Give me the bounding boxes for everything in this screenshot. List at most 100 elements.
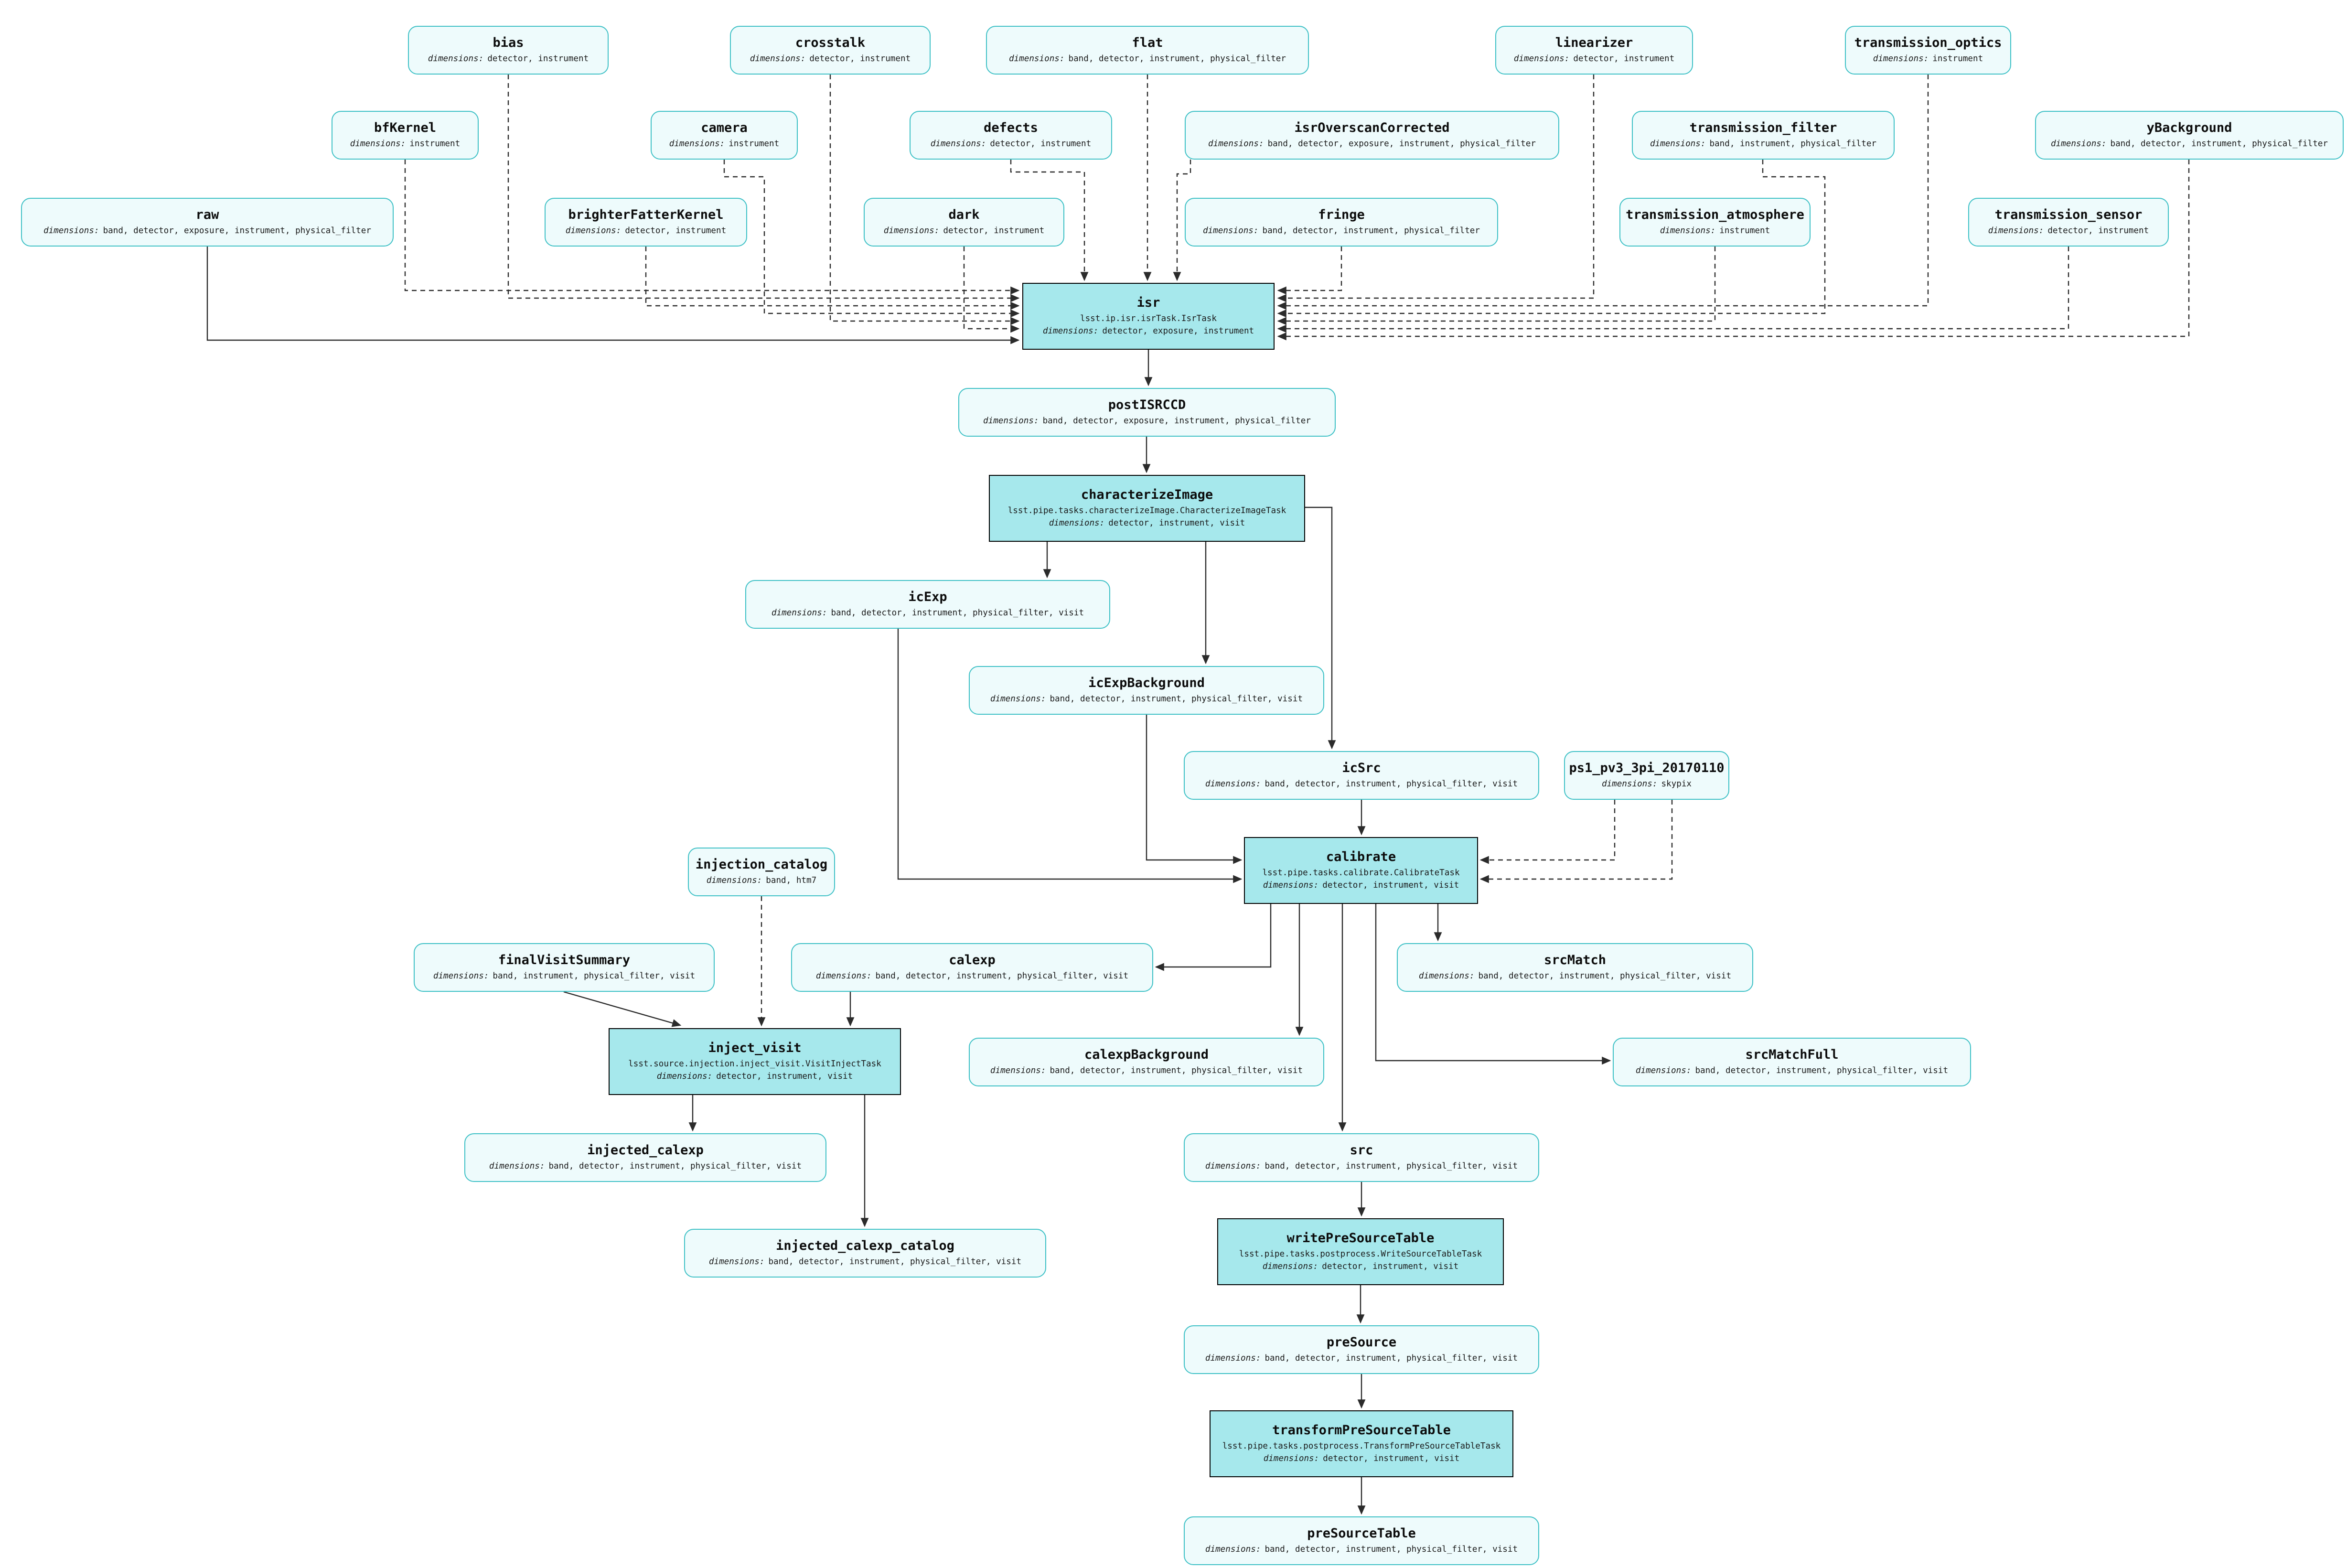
dimensions-label: dimensions: [1208,139,1264,149]
dimensions-value: band, detector, instrument, physical_fil… [1265,1353,1518,1364]
dimensions-label: dimensions: [1049,518,1105,528]
dimensions-label: dimensions: [930,139,986,149]
node-title: bfKernel [374,120,437,136]
task-title: inject_visit [708,1041,802,1056]
node-injected_calexp: injected_calexp dimensions:band, detecto… [464,1133,826,1182]
dimensions-value: detector, instrument, visit [1108,518,1245,528]
edge-ps1-calibrate-a [1479,800,1616,864]
node-dimensions: dimensions:detector, instrument, visit [1049,518,1245,530]
node-title: icExp [908,590,947,605]
edge-bias-isr [507,75,1020,302]
dimensions-label: dimensions: [1263,881,1319,891]
node-brighterFatterKernel: brighterFatterKernel dimensions:detector… [545,198,747,247]
dimensions-value: band, instrument, physical_filter [1709,139,1877,149]
edge-calibrate-calexp [1155,904,1272,971]
node-title: crosstalk [795,35,866,51]
node-postISRCCD: postISRCCD dimensions:band, detector, ex… [958,388,1336,437]
node-isr-task: isr lsst.ip.isr.isrTask.IsrTask dimensio… [1022,283,1275,350]
dimensions-label: dimensions: [706,876,762,886]
node-linearizer: linearizer dimensions:detector, instrume… [1495,26,1693,75]
node-dimensions: dimensions:band, detector, exposure, ins… [43,225,371,237]
node-preSourceTable: preSourceTable dimensions:band, detector… [1184,1516,1539,1565]
node-title: brighterFatterKernel [568,207,724,223]
node-title: icSrc [1342,761,1381,776]
node-transmission_atmosphere: transmission_atmosphere dimensions:instr… [1619,198,1811,247]
node-dimensions: dimensions:band, detector, instrument, p… [489,1160,802,1173]
node-dimensions: dimensions:instrument [1873,53,1983,65]
node-dark: dark dimensions:detector, instrument [864,198,1064,247]
edge-icExpBackground-calibrate [1146,715,1243,864]
task-title: writePreSourceTable [1286,1231,1435,1246]
node-dimensions: dimensions:band, detector, instrument, p… [1636,1065,1948,1077]
dimensions-value: band, instrument, physical_filter, visit [493,971,696,981]
node-dimensions: dimensions:band, detector, instrument, p… [772,607,1084,620]
dimensions-label: dimensions: [708,1257,765,1267]
node-dimensions: dimensions:detector, instrument [1988,225,2149,237]
dimensions-value: band, detector, instrument, physical_fil… [1262,226,1480,236]
node-dimensions: dimensions:band, detector, instrument, p… [816,970,1128,983]
node-dimensions: dimensions:band, detector, instrument, p… [990,693,1303,706]
node-characterizeImage-task: characterizeImage lsst.pipe.tasks.charac… [989,475,1305,542]
node-title: preSourceTable [1307,1526,1416,1542]
node-transmission_sensor: transmission_sensor dimensions:detector,… [1968,198,2169,247]
dimensions-label: dimensions: [1513,54,1570,64]
node-transmission_optics: transmission_optics dimensions:instrumen… [1845,26,2011,75]
dimensions-label: dimensions: [883,226,940,236]
edge-fringe-isr [1277,247,1342,295]
dimensions-label: dimensions: [428,54,484,64]
dimensions-value: band, detector, instrument, physical_fil… [1478,971,1732,981]
dimensions-value: band, detector, instrument, physical_fil… [2110,139,2328,149]
edge-isrOverscanCorrected-isr [1173,160,1191,281]
task-title: calibrate [1326,849,1396,865]
dimensions-label: dimensions: [1635,1066,1692,1076]
node-dimensions: dimensions:band, detector, instrument, p… [1419,970,1731,983]
node-dimensions: dimensions:instrument [350,138,460,150]
edge-transmission_filter-isr [1277,160,1826,318]
dimensions-label: dimensions: [1205,1353,1261,1364]
dimensions-value: band, detector, instrument, physical_fil… [1050,694,1303,704]
node-transformPreSourceTable-task: transformPreSourceTable lsst.pipe.tasks.… [1210,1410,1513,1477]
dimensions-value: detector, instrument, visit [716,1072,853,1082]
dimensions-label: dimensions: [771,608,827,618]
node-dimensions: dimensions:instrument [1660,225,1770,237]
node-dimensions: dimensions:band, detector, instrument, p… [1203,225,1480,237]
node-title: calexpBackground [1084,1047,1209,1063]
dimensions-value: detector, instrument [990,139,1092,149]
node-injection_catalog: injection_catalog dimensions:band, htm7 [688,848,835,896]
edge-defects-isr [1010,160,1089,281]
task-title: characterizeImage [1081,487,1213,503]
node-defects: defects dimensions:detector, instrument [910,111,1112,160]
node-dimensions: dimensions:band, detector, exposure, ins… [983,415,1311,428]
edge-yBackground-isr [1277,160,2190,341]
node-title: isrOverscanCorrected [1294,120,1450,136]
dimensions-value: detector, instrument [487,54,589,64]
node-title: fringe [1318,207,1365,223]
node-title: calexp [949,953,996,968]
dimensions-label: dimensions: [1262,1262,1318,1272]
node-title: transmission_optics [1854,35,2002,51]
dimensions-label: dimensions: [1202,226,1259,236]
dimensions-value: band, detector, exposure, instrument, ph… [103,226,371,236]
node-dimensions: dimensions: band, detector, instrument, p… [1205,1353,1518,1365]
node-title: transmission_filter [1689,120,1837,136]
dimensions-value: skypix [1661,779,1692,789]
edge-linearizer-isr [1277,75,1595,302]
dimensions-value: detector, exposure, instrument [1102,326,1254,336]
node-icExp: icExp dimensions:band, detector, instrum… [745,580,1110,629]
dimensions-label: dimensions: [990,1066,1046,1076]
node-preSource: preSource dimensions:band, detector, ins… [1184,1325,1539,1374]
dimensions-value: band, detector, exposure, instrument, ph… [1042,416,1311,426]
node-title: transmission_atmosphere [1626,207,1804,223]
node-title: flat [1132,35,1163,51]
node-title: linearizer [1555,35,1633,51]
dimensions-value: detector, instrument, visit [1323,1454,1460,1464]
dimensions-label: dimensions: [565,226,622,236]
dimensions-value: band, detector, instrument, physical_fil… [1068,54,1286,64]
node-flat: flat dimensions:band, detector, instrume… [986,26,1309,75]
task-class: lsst.pipe.tasks.calibrate.CalibrateTask [1262,868,1460,878]
node-dimensions: dimensions:band, detector, instrument, p… [1205,1544,1518,1556]
node-dimensions: dimensions:band, detector, exposure, ins… [1208,138,1536,150]
dimensions-label: dimensions: [489,1161,545,1171]
